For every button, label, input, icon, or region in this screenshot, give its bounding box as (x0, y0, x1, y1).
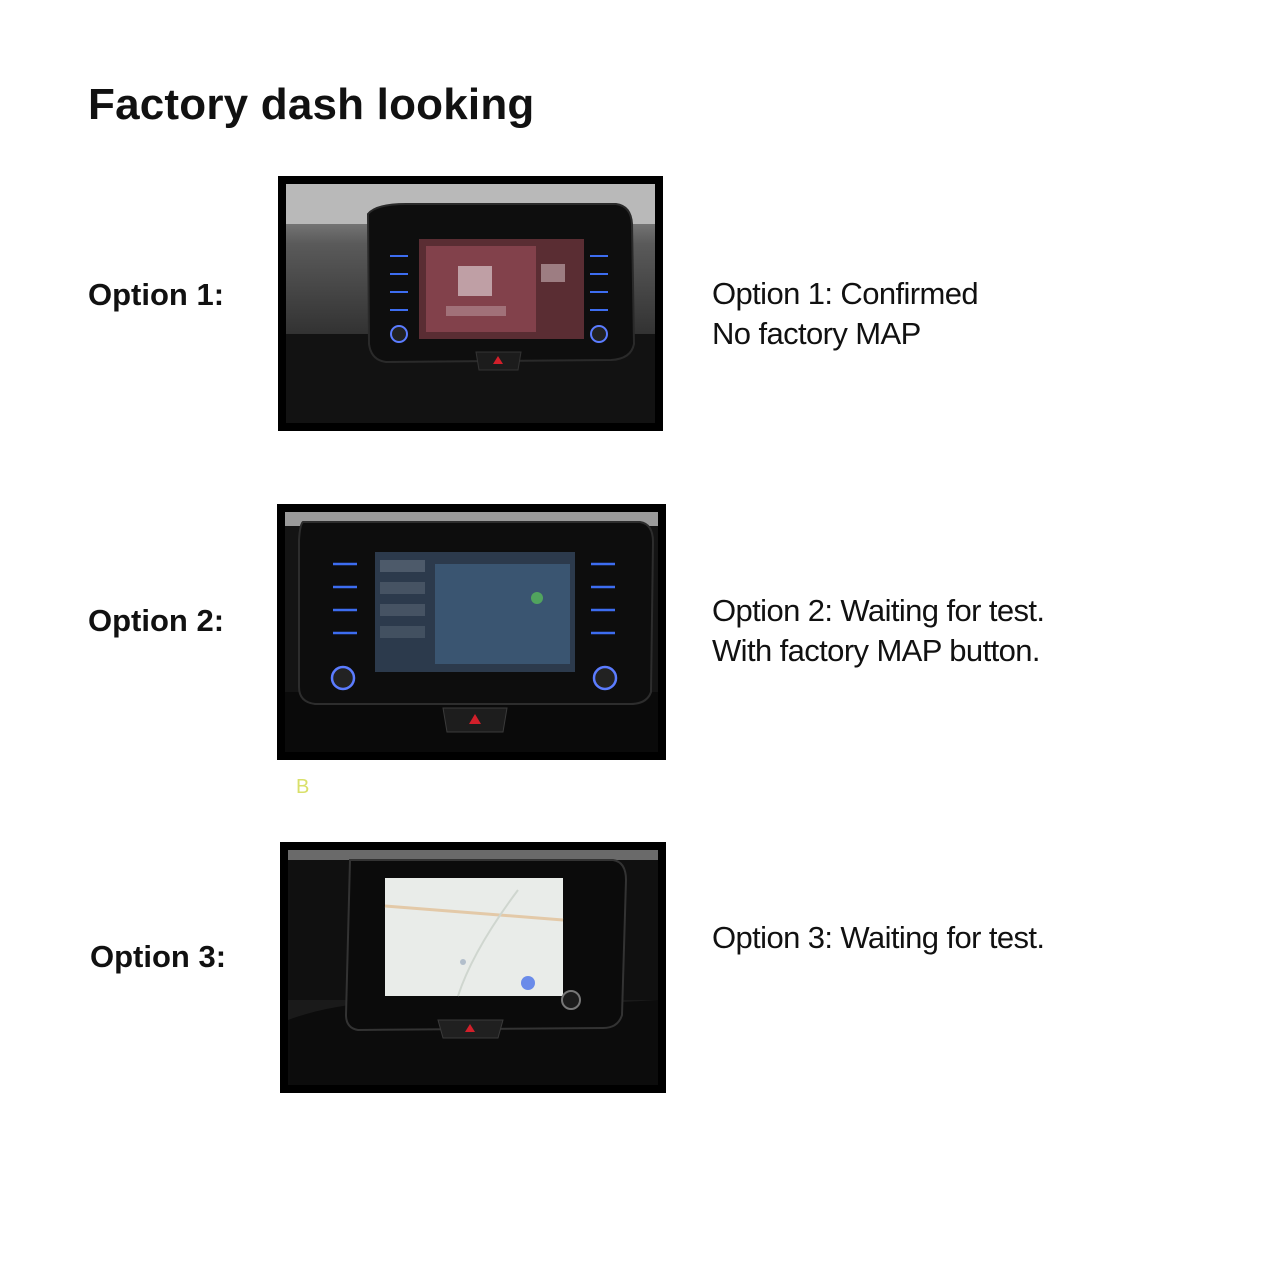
option-1-photo (278, 176, 663, 431)
option-1-head-unit-illustration (286, 184, 655, 423)
option-1-desc-line-1: Option 1: Confirmed (712, 276, 979, 311)
option-3-head-unit-illustration (288, 850, 658, 1085)
option-2-description: Option 2: Waiting for test. With factory… (712, 591, 1045, 671)
option-2-head-unit-illustration (285, 512, 658, 752)
page-title: Factory dash looking (88, 80, 535, 129)
option-2-label: Option 2: (88, 603, 225, 638)
option-3-description: Option 3: Waiting for test. (712, 918, 1045, 958)
option-3-label: Option 3: (90, 939, 227, 974)
option-3-desc-line-1: Option 3: Waiting for test. (712, 920, 1045, 955)
option-2-desc-line-2: With factory MAP button. (712, 633, 1040, 668)
stray-mark: B (296, 776, 310, 798)
option-1-desc-line-2: No factory MAP (712, 316, 921, 351)
option-2-photo (277, 504, 666, 760)
option-2-desc-line-1: Option 2: Waiting for test. (712, 593, 1045, 628)
option-3-photo (280, 842, 666, 1093)
option-1-description: Option 1: Confirmed No factory MAP (712, 274, 979, 354)
option-1-label: Option 1: (88, 277, 225, 312)
